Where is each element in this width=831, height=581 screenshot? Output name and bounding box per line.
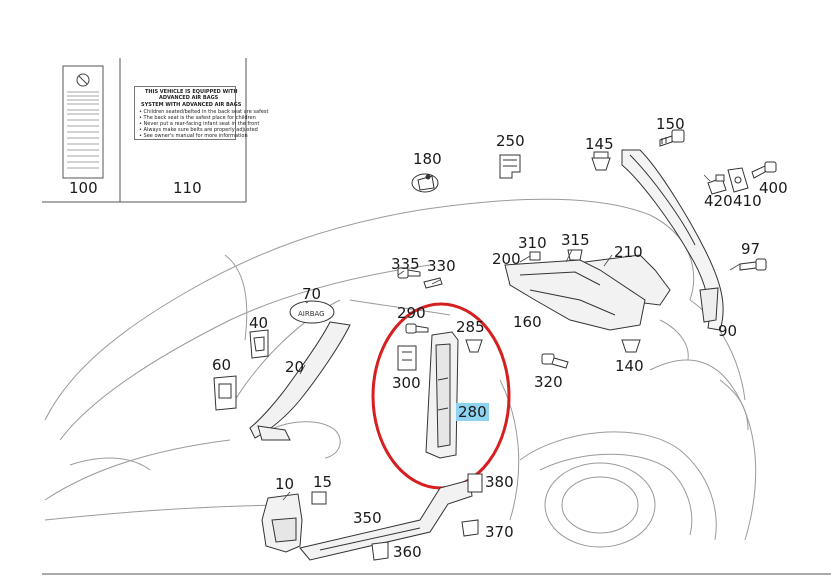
callout-250: 250 (496, 132, 525, 150)
callout-160: 160 (513, 313, 542, 331)
part-300-bracket (397, 345, 417, 371)
part-90-d-pillar-trim (621, 149, 724, 331)
part-15-clip (311, 491, 327, 505)
part-140-clip (621, 339, 641, 353)
callout-310: 310 (518, 234, 547, 252)
callout-100: 100 (69, 179, 98, 197)
part-315-clip (567, 249, 583, 261)
label-110-line-2: • The back seat is the safest place for … (139, 115, 256, 121)
label-110-line-5: • See owner's manual for more informatio… (139, 133, 248, 139)
callout-290: 290 (397, 304, 426, 322)
callout-350: 350 (353, 509, 382, 527)
label-110-title-1: THIS VEHICLE IS EQUIPPED WITH (145, 89, 238, 95)
svg-text:AIRBAG: AIRBAG (298, 310, 325, 318)
callout-70: 70 (302, 285, 322, 303)
part-10-kick-panel (261, 493, 303, 553)
part-350-sill-trim (299, 479, 473, 561)
callout-20: 20 (285, 358, 305, 376)
part-280-b-pillar-trim (425, 331, 459, 459)
part-60-bracket (213, 375, 237, 411)
callout-150: 150 (656, 115, 685, 133)
callout-420: 420 (704, 192, 733, 210)
part-360-clip (371, 541, 389, 561)
callout-400: 400 (759, 179, 788, 197)
callout-97: 97 (741, 240, 761, 258)
part-290-screw (405, 323, 429, 334)
part-400-screw (751, 161, 777, 179)
callout-410: 410 (733, 192, 762, 210)
part-370-clip (461, 519, 479, 537)
callout-180: 180 (413, 150, 442, 168)
label-110-subtitle: SYSTEM WITH ADVANCED AIR BAGS (141, 102, 242, 108)
callout-60: 60 (212, 356, 232, 374)
part-100-sticker (62, 65, 104, 179)
part-410-nut (727, 167, 749, 193)
callout-335: 335 (391, 255, 420, 273)
callout-15: 15 (313, 473, 333, 491)
callout-285: 285 (456, 318, 485, 336)
label-110-line-1: • Children seated/belted in the back sea… (139, 109, 269, 115)
callout-10: 10 (275, 475, 295, 493)
part-145-clip (591, 151, 611, 171)
label-110-line-3: • Never put a rear-facing infant seat in… (139, 121, 260, 127)
part-420-clip (707, 174, 727, 195)
part-320-screw (541, 353, 569, 369)
callout-210: 210 (614, 243, 643, 261)
part-150-screw (659, 129, 685, 147)
callout-145: 145 (585, 135, 614, 153)
part-200-trim-panel (504, 259, 646, 331)
label-area-frame (42, 58, 247, 203)
leader-lines (282, 174, 741, 501)
part-335-screw (397, 267, 421, 279)
part-110-airbag-label: THIS VEHICLE IS EQUIPPED WITH ADVANCED A… (134, 86, 268, 140)
callout-200: 200 (492, 250, 521, 268)
callout-380: 380 (485, 473, 514, 491)
part-380-bracket (467, 473, 483, 493)
callout-280: 280 (456, 403, 489, 421)
part-310-clip (529, 251, 541, 261)
part-20-a-pillar-trim (249, 321, 351, 441)
callout-320: 320 (534, 373, 563, 391)
callout-315: 315 (561, 231, 590, 249)
callout-360: 360 (393, 543, 422, 561)
part-250-bracket (499, 154, 521, 179)
label-110-title-2: ADVANCED AIR BAGS (159, 95, 219, 101)
car-body-outline (44, 198, 757, 548)
part-70-airbag-emblem: AIRBAG (289, 300, 335, 324)
callout-370: 370 (485, 523, 514, 541)
part-180-clip (411, 173, 439, 193)
callout-140: 140 (615, 357, 644, 375)
part-97-screw (739, 258, 767, 271)
part-285-clip (465, 339, 483, 353)
callout-40: 40 (249, 314, 269, 332)
part-330-clip (423, 277, 443, 289)
part-40-bracket (249, 329, 269, 359)
callout-110: 110 (173, 179, 202, 197)
label-110-line-4: • Always make sure belts are properly ad… (139, 127, 258, 133)
callout-330: 330 (427, 257, 456, 275)
callout-90: 90 (718, 322, 738, 340)
callout-300: 300 (392, 374, 421, 392)
